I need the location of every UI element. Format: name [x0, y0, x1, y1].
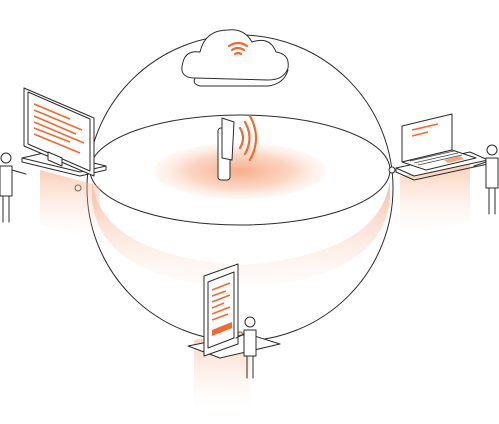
phone-handset — [221, 117, 235, 161]
cordless-phone-signal-icon — [217, 114, 258, 181]
laptop-icon — [401, 113, 477, 171]
wifi-icon — [227, 41, 249, 56]
laptop-pedestal-shadow — [400, 164, 470, 234]
desktop-monitor-icon — [23, 87, 95, 177]
desktop-station — [0, 87, 107, 240]
person-laptop — [473, 144, 499, 215]
laptop-station — [395, 113, 499, 234]
phone-station — [187, 263, 281, 410]
smartphone-icon — [203, 263, 239, 357]
node-dot-right — [388, 166, 396, 174]
signal-waves — [238, 114, 258, 162]
hub-glow — [154, 143, 326, 199]
desktop-pedestal-shadow — [40, 170, 100, 240]
person-desktop — [0, 152, 27, 223]
disc-underside-glow — [92, 180, 390, 288]
person-phone — [235, 316, 257, 379]
cloud-wifi-icon — [181, 29, 289, 87]
